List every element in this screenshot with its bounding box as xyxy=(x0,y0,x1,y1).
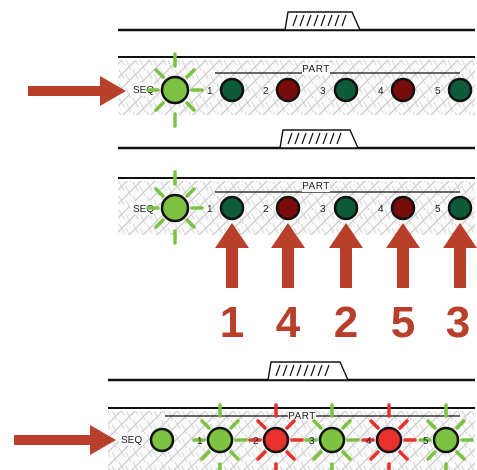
led-number-4: 4 xyxy=(378,86,384,97)
order-number: 5 xyxy=(391,298,415,347)
led-number-4: 4 xyxy=(366,436,372,447)
order-number: 4 xyxy=(276,298,301,347)
led-glow-2 xyxy=(248,403,304,470)
seq-label: SEQ xyxy=(121,435,142,446)
panel-1: PART SEQ 1 2 3 4 5 xyxy=(28,11,475,128)
seq-led-glow xyxy=(146,170,204,245)
seq-led[interactable] xyxy=(160,75,190,105)
part-led-5[interactable] xyxy=(447,195,473,221)
part-led-2[interactable] xyxy=(275,77,301,103)
led-number-2: 2 xyxy=(263,204,269,215)
up-arrow-icon xyxy=(271,223,305,288)
led-number-5: 5 xyxy=(423,436,429,447)
led-number-2: 2 xyxy=(263,86,269,97)
part-led-3[interactable] xyxy=(333,77,359,103)
seq-led[interactable] xyxy=(160,193,190,223)
led-glow-4 xyxy=(361,403,417,470)
led-number-4: 4 xyxy=(378,204,384,215)
up-arrow-icon xyxy=(443,223,477,288)
part-led-4[interactable] xyxy=(390,195,416,221)
led-glow-1 xyxy=(192,403,248,470)
order-number: 3 xyxy=(446,298,470,347)
led-number-3: 3 xyxy=(309,436,315,447)
led-number-1: 1 xyxy=(207,204,213,215)
seq-led[interactable] xyxy=(149,427,175,453)
led-glow-5 xyxy=(418,403,474,470)
led-number-1: 1 xyxy=(197,436,203,447)
up-arrow-icon xyxy=(215,223,249,288)
order-number: 1 xyxy=(220,298,244,347)
part-led-4[interactable] xyxy=(375,426,403,454)
part-led-1[interactable] xyxy=(219,195,245,221)
order-number: 2 xyxy=(334,298,358,347)
part-label: PART xyxy=(302,181,330,192)
part-led-5[interactable] xyxy=(432,426,460,454)
panel-2: PART SEQ 1 2 3 4 5 1 4 2 5 3 xyxy=(118,129,477,347)
part-led-3[interactable] xyxy=(333,195,359,221)
part-led-5[interactable] xyxy=(447,77,473,103)
pointer-arrow-icon xyxy=(28,76,126,106)
part-led-2[interactable] xyxy=(262,426,290,454)
up-arrow-icon xyxy=(386,223,420,288)
led-number-5: 5 xyxy=(435,204,441,215)
up-arrow-icon xyxy=(329,223,363,288)
pointer-arrow-icon xyxy=(14,425,116,455)
part-led-4[interactable] xyxy=(390,77,416,103)
part-label: PART xyxy=(302,64,330,75)
led-number-2: 2 xyxy=(253,436,259,447)
led-number-1: 1 xyxy=(207,86,213,97)
part-led-1[interactable] xyxy=(206,426,234,454)
order-arrows xyxy=(215,223,477,288)
knob-handle-icon xyxy=(267,361,350,381)
led-number-3: 3 xyxy=(320,204,326,215)
part-led-1[interactable] xyxy=(219,77,245,103)
led-number-5: 5 xyxy=(435,86,441,97)
led-glow-3 xyxy=(304,403,360,470)
led-number-3: 3 xyxy=(320,86,326,97)
seq-led-glow xyxy=(146,52,204,128)
panel-3: PART SEQ xyxy=(14,361,475,470)
part-label: PART xyxy=(288,411,316,422)
seq-label: SEQ xyxy=(133,204,154,215)
part-led-2[interactable] xyxy=(275,195,301,221)
seq-label: SEQ xyxy=(133,85,154,96)
part-led-3[interactable] xyxy=(318,426,346,454)
knob-handle-icon xyxy=(279,129,360,149)
